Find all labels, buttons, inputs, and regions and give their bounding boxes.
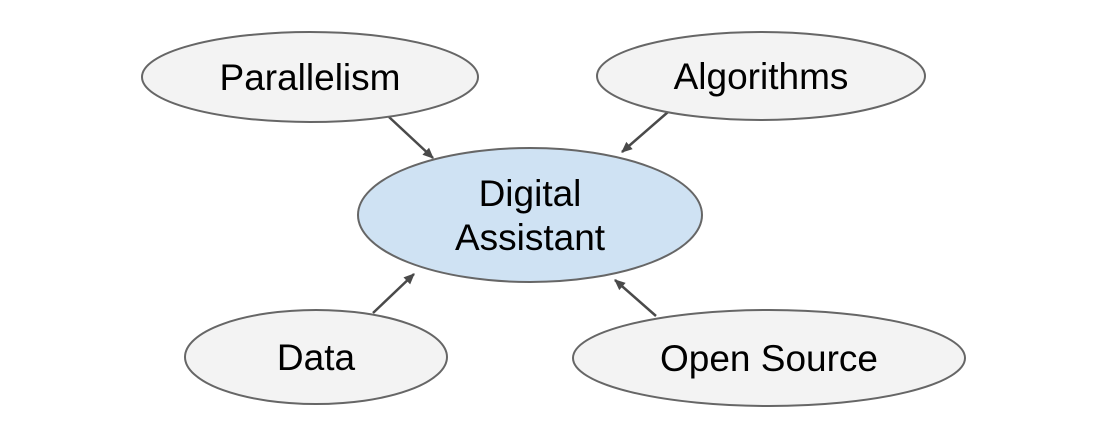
node-data-label: Data <box>277 337 356 378</box>
node-algorithms: Algorithms <box>596 31 926 121</box>
node-data-shape <box>184 309 448 405</box>
node-parallelism: Parallelism <box>141 31 479 123</box>
node-algorithms-label: Algorithms <box>674 56 849 97</box>
edge-data-to-digital-assistant <box>372 273 415 314</box>
node-open-source-shape <box>572 309 966 407</box>
edge-parallelism-to-digital-assistant <box>388 116 434 159</box>
edge-algorithms-to-digital-assistant <box>621 111 669 153</box>
node-digital-assistant-shape <box>357 147 703 283</box>
edges-layer <box>372 111 669 317</box>
node-parallelism-label: Parallelism <box>220 57 401 98</box>
node-open-source-label: Open Source <box>660 338 878 379</box>
node-parallelism-shape <box>141 31 479 123</box>
node-open-source: Open Source <box>572 309 966 407</box>
edge-open-source-to-digital-assistant <box>614 279 657 317</box>
node-data: Data <box>184 309 448 405</box>
node-algorithms-shape <box>596 31 926 121</box>
